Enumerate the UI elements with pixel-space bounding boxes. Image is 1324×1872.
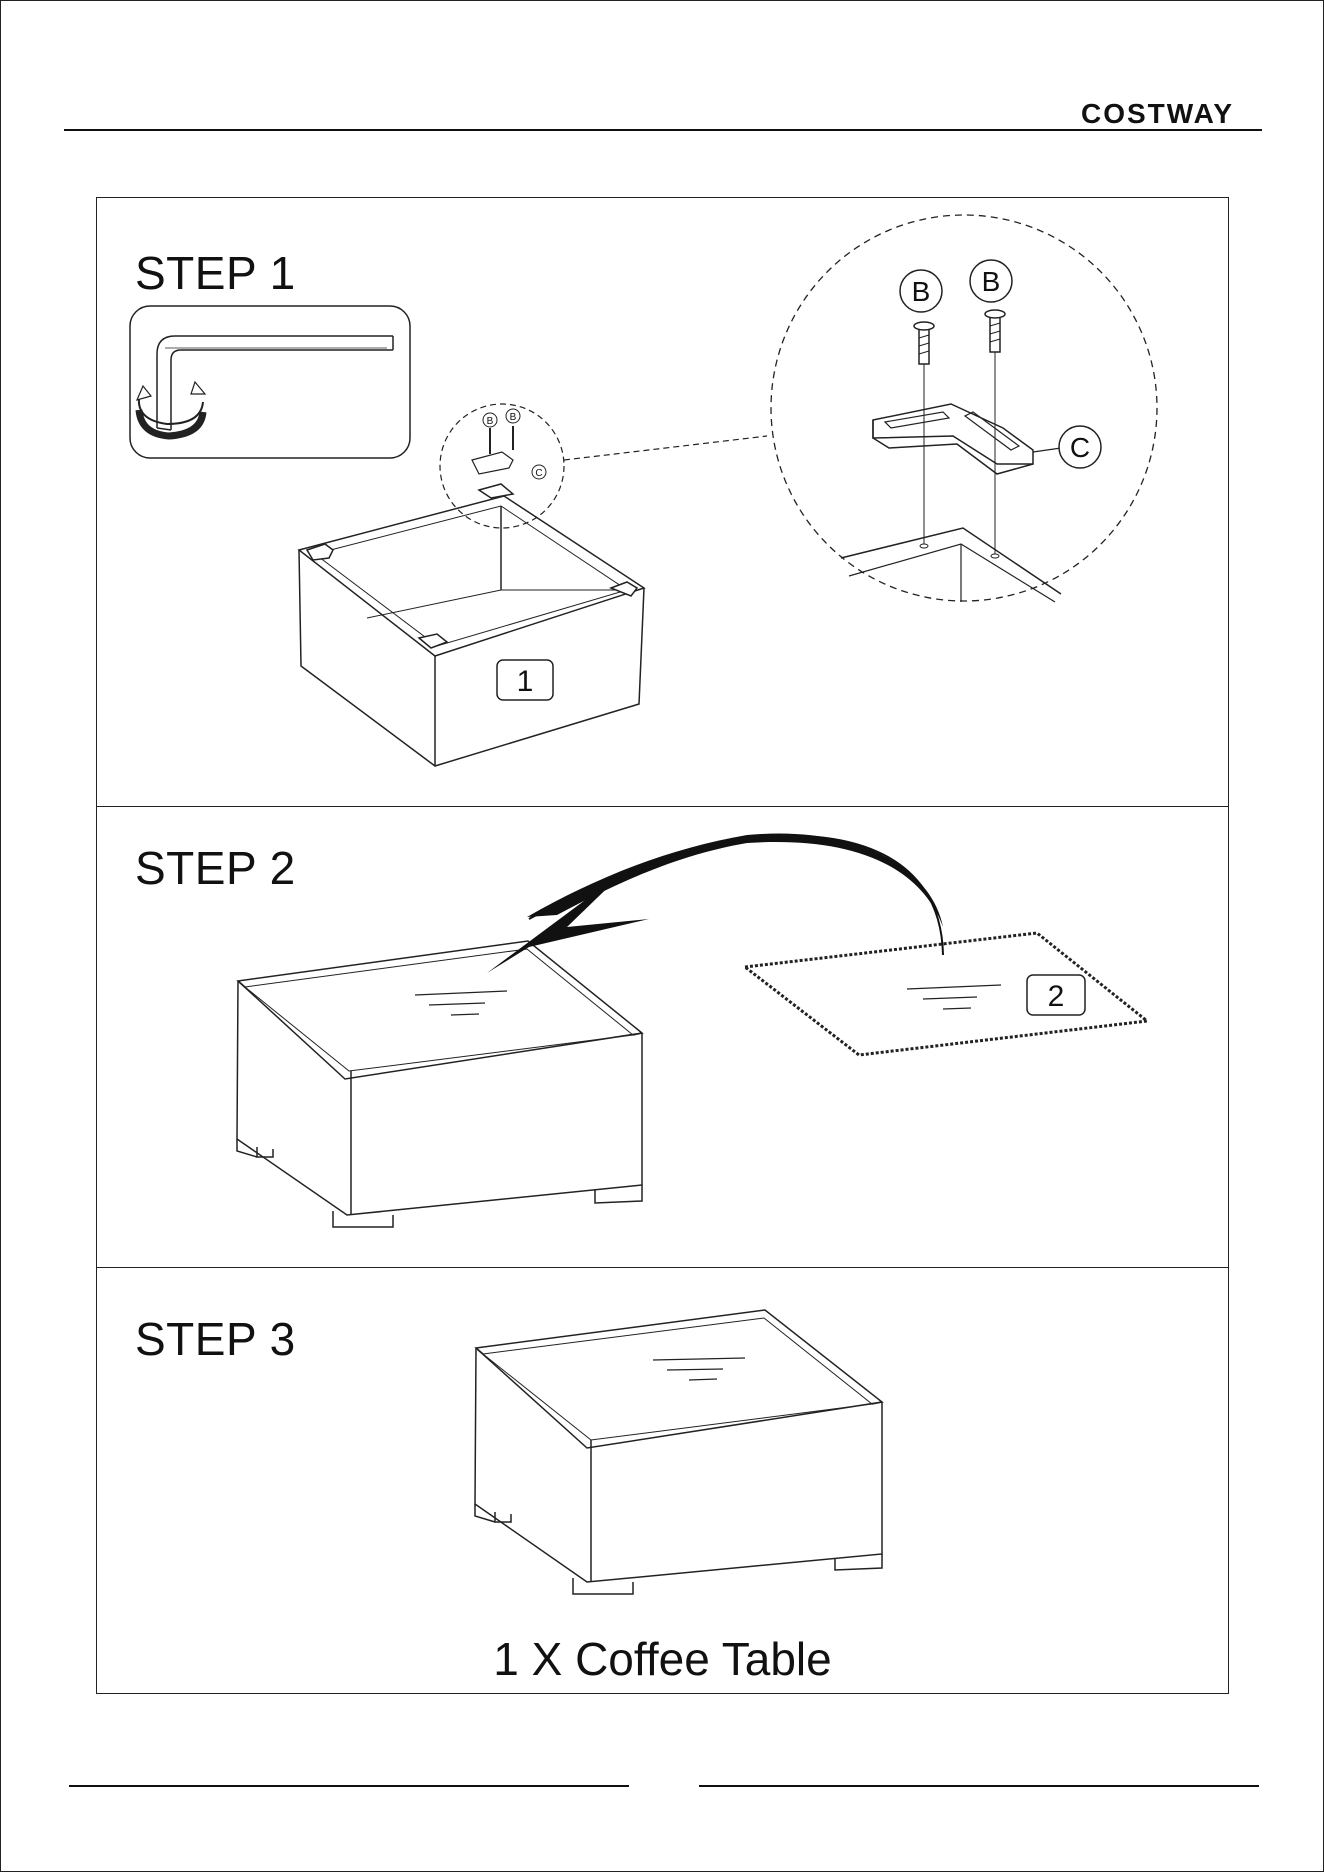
- svg-text:B: B: [982, 266, 1001, 297]
- step-1-panel: STEP 1: [96, 197, 1229, 807]
- header-rule: [64, 129, 1262, 131]
- svg-text:C: C: [535, 468, 542, 479]
- svg-text:C: C: [1070, 432, 1090, 463]
- allen-key-icon: [130, 306, 410, 458]
- step-2-illustration: 2: [97, 807, 1230, 1269]
- detail-circle-large: B B C: [771, 215, 1157, 602]
- svg-text:1: 1: [517, 665, 534, 698]
- part-2-label: 2: [1048, 980, 1065, 1013]
- step-2-panel: STEP 2: [96, 806, 1229, 1268]
- table-base: [237, 941, 642, 1227]
- svg-text:B: B: [487, 416, 494, 427]
- footer-rule-left: [69, 1785, 629, 1787]
- footer-rule-right: [699, 1785, 1259, 1787]
- assembled-coffee-table: [475, 1310, 882, 1594]
- brand-text: COSTWAY: [1081, 98, 1234, 129]
- costway-logo: COSTWAY: [1081, 91, 1265, 131]
- table-frame-box: [299, 484, 644, 766]
- step-3-panel: STEP 3 1 X Coffee Table: [96, 1267, 1229, 1694]
- step-1-illustration: 1 B B C: [97, 198, 1230, 808]
- glass-top-panel: 2: [745, 933, 1147, 1055]
- result-caption: 1 X Coffee Table: [97, 1634, 1228, 1685]
- svg-text:B: B: [510, 412, 517, 423]
- detail-circle-small: B B C: [440, 404, 564, 528]
- part-1-label: 1: [497, 660, 553, 700]
- step-3-illustration: [97, 1268, 1230, 1695]
- svg-text:B: B: [912, 276, 931, 307]
